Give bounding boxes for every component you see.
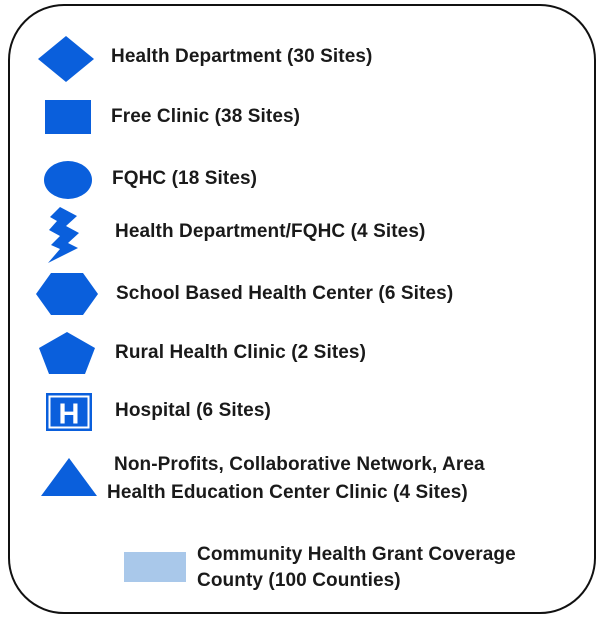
legend-label-fqhc: FQHC (18 Sites)	[112, 168, 258, 189]
svg-text:H: H	[59, 399, 80, 431]
legend-label-school-based-health-center: School Based Health Center (6 Sites)	[116, 283, 454, 304]
circle-icon	[44, 161, 92, 199]
legend-panel	[8, 4, 596, 614]
legend-label-health-department: Health Department (30 Sites)	[111, 46, 373, 67]
square-icon	[45, 100, 91, 134]
legend-label-health-department-fqhc: Health Department/FQHC (4 Sites)	[115, 221, 426, 242]
legend-label-line-2: Health Education Center Clinic (4 Sites)	[107, 482, 468, 503]
coverage-swatch-icon	[124, 552, 186, 582]
hexagon-icon	[36, 273, 98, 315]
legend-label-line-1: Community Health Grant Coverage	[197, 544, 516, 565]
legend-label-free-clinic: Free Clinic (38 Sites)	[111, 106, 301, 127]
legend-label-coverage-county: Community Health Grant Coverage County (…	[197, 542, 516, 594]
diamond-icon	[38, 36, 94, 82]
legend-label-rural-health-clinic: Rural Health Clinic (2 Sites)	[115, 342, 367, 363]
pentagon-icon	[39, 332, 95, 374]
hospital-icon: H	[46, 393, 92, 431]
triangle-icon	[41, 458, 97, 496]
legend-label-non-profits: Non-Profits, Collaborative Network, Area…	[107, 452, 485, 506]
legend-label-line-2: County (100 Counties)	[197, 570, 401, 591]
legend-label-line-1: Non-Profits, Collaborative Network, Area	[114, 454, 485, 475]
lightning-bolt-icon	[48, 207, 79, 263]
legend-label-hospital: Hospital (6 Sites)	[115, 400, 271, 421]
